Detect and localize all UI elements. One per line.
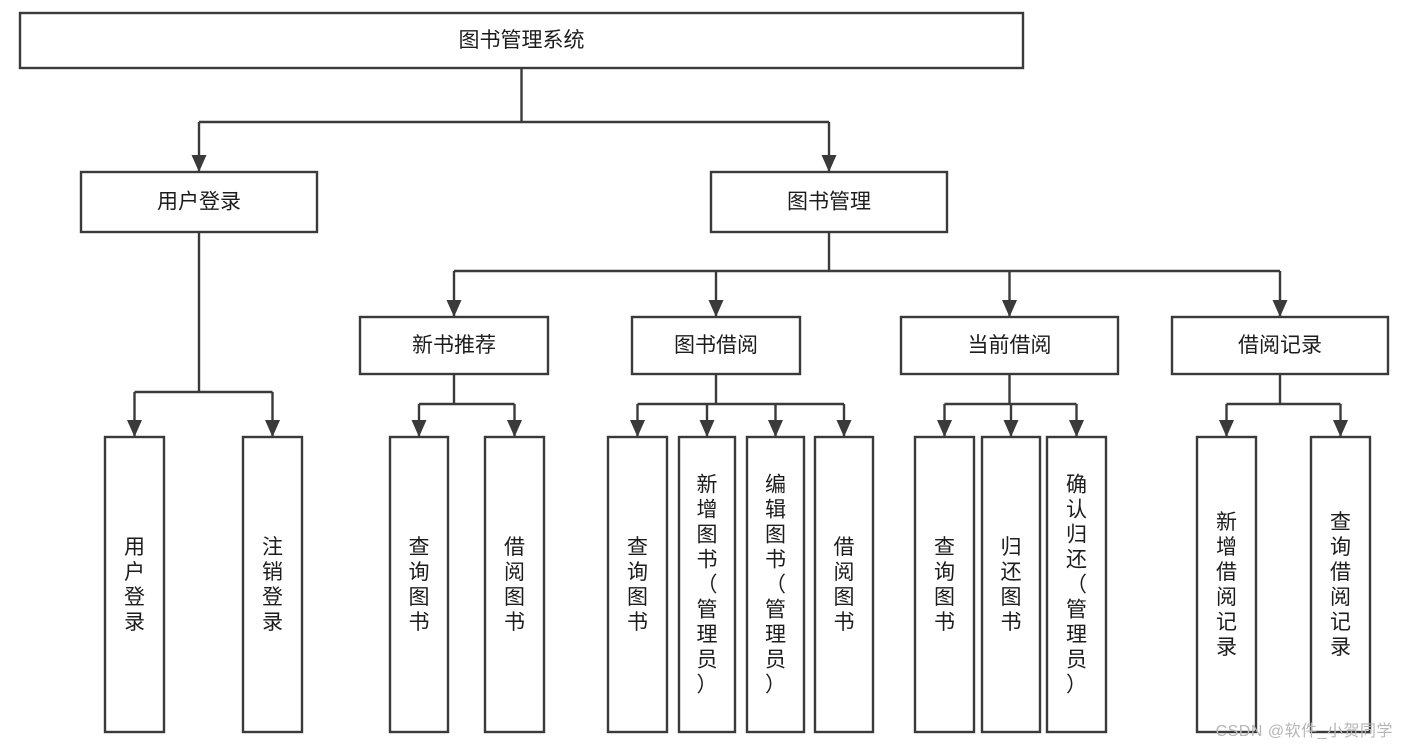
node-label-user-login: 用户登录	[157, 191, 241, 214]
node-label-leaf-query-book-1: 查询图书	[409, 536, 430, 634]
arrow-head	[1002, 300, 1017, 317]
node-borrow-record[interactable]: 借阅记录	[1170, 315, 1390, 376]
node-label-leaf-query-book-2: 查询图书	[627, 536, 648, 634]
node-leaf-query-record[interactable]: 查询借阅记录	[1309, 435, 1372, 734]
node-label-leaf-return-book: 归还图书	[1001, 536, 1022, 634]
nodes-layer: 图书管理系统用户登录图书管理新书推荐图书借阅当前借阅借阅记录用户登录注销登录查询…	[18, 11, 1390, 734]
node-box-user-login	[79, 170, 319, 234]
connector-group-book-borrow	[630, 374, 852, 437]
node-box-book-management	[709, 170, 949, 234]
arrow-head	[1219, 420, 1234, 437]
node-box-leaf-confirm-return	[1045, 435, 1108, 734]
node-box-leaf-user-login	[103, 435, 166, 734]
node-leaf-return-book[interactable]: 归还图书	[980, 435, 1042, 734]
node-label-leaf-user-logout: 注销登录	[262, 536, 283, 634]
node-box-leaf-query-book-1	[388, 435, 450, 734]
node-book-borrow[interactable]: 图书借阅	[630, 315, 802, 376]
node-label-leaf-user-login: 用户登录	[124, 536, 145, 634]
node-current-borrow[interactable]: 当前借阅	[899, 315, 1120, 376]
node-box-leaf-borrow-book-1	[483, 435, 546, 734]
arrow-head	[507, 420, 522, 437]
node-label-current-borrow: 当前借阅	[968, 334, 1052, 357]
arrow-head	[1333, 420, 1348, 437]
node-book-management[interactable]: 图书管理	[709, 170, 949, 234]
node-label-leaf-edit-book: 编辑图书（管理员）	[765, 474, 786, 697]
node-label-book-borrow: 图书借阅	[674, 334, 758, 357]
arrow-head	[1069, 420, 1084, 437]
arrow-head	[265, 420, 280, 437]
node-leaf-query-book-3[interactable]: 查询图书	[913, 435, 976, 734]
node-leaf-add-record[interactable]: 新增借阅记录	[1195, 435, 1258, 734]
node-label-leaf-add-record: 新增借阅记录	[1216, 511, 1237, 659]
node-root[interactable]: 图书管理系统	[18, 11, 1025, 70]
node-box-leaf-query-book-2	[606, 435, 669, 734]
connector-group-user-login	[127, 232, 280, 437]
arrow-head	[411, 420, 427, 437]
node-leaf-borrow-book-2[interactable]: 借阅图书	[813, 435, 875, 734]
node-box-leaf-query-book-3	[913, 435, 976, 734]
node-label-root: 图书管理系统	[459, 29, 585, 52]
connector-group-new-book-recommend	[411, 374, 522, 437]
connector-group-borrow-record	[1219, 374, 1348, 437]
node-leaf-confirm-return[interactable]: 确认归还（管理员）	[1045, 435, 1108, 734]
node-box-leaf-user-logout	[241, 435, 304, 734]
node-leaf-add-book[interactable]: 新增图书（管理员）	[677, 435, 737, 734]
node-label-book-management: 图书管理	[787, 191, 871, 214]
node-leaf-query-book-2[interactable]: 查询图书	[606, 435, 669, 734]
connector-group-book-management	[446, 232, 1288, 317]
node-leaf-edit-book[interactable]: 编辑图书（管理员）	[745, 435, 806, 734]
node-box-leaf-edit-book	[745, 435, 806, 734]
node-label-leaf-confirm-return: 确认归还（管理员）	[1066, 474, 1087, 697]
node-box-new-book-recommend	[358, 315, 550, 376]
node-box-leaf-borrow-book-2	[813, 435, 875, 734]
node-box-book-borrow	[630, 315, 802, 376]
node-label-leaf-query-book-3: 查询图书	[934, 536, 955, 634]
node-box-root	[18, 11, 1025, 70]
arrow-head	[836, 420, 852, 437]
node-box-leaf-add-record	[1195, 435, 1258, 734]
node-user-login[interactable]: 用户登录	[79, 170, 319, 234]
arrow-head	[821, 155, 837, 172]
arrow-head	[1003, 420, 1019, 437]
node-leaf-borrow-book-1[interactable]: 借阅图书	[483, 435, 546, 734]
arrow-head	[630, 420, 645, 437]
arrow-head	[191, 155, 207, 172]
node-label-leaf-borrow-book-2: 借阅图书	[834, 536, 855, 634]
arrow-head	[937, 420, 952, 437]
connectors-layer	[127, 68, 1348, 437]
node-leaf-user-login[interactable]: 用户登录	[103, 435, 166, 734]
connector-group-root	[191, 68, 837, 172]
arrow-head	[768, 420, 783, 437]
connector-group-current-borrow	[937, 374, 1084, 437]
node-leaf-user-logout[interactable]: 注销登录	[241, 435, 304, 734]
node-label-leaf-add-book: 新增图书（管理员）	[697, 474, 718, 697]
node-box-current-borrow	[899, 315, 1120, 376]
node-box-leaf-add-book	[677, 435, 737, 734]
node-label-new-book-recommend: 新书推荐	[412, 334, 496, 357]
node-box-borrow-record	[1170, 315, 1390, 376]
node-label-leaf-query-record: 查询借阅记录	[1330, 511, 1351, 659]
arrow-head	[708, 300, 724, 317]
arrow-head	[127, 420, 142, 437]
arrow-head	[1272, 300, 1288, 317]
arrow-head	[699, 420, 715, 437]
node-label-borrow-record: 借阅记录	[1238, 334, 1322, 357]
arrow-head	[446, 300, 462, 317]
node-new-book-recommend[interactable]: 新书推荐	[358, 315, 550, 376]
node-label-leaf-borrow-book-1: 借阅图书	[504, 536, 525, 634]
node-box-leaf-query-record	[1309, 435, 1372, 734]
node-leaf-query-book-1[interactable]: 查询图书	[388, 435, 450, 734]
node-box-leaf-return-book	[980, 435, 1042, 734]
